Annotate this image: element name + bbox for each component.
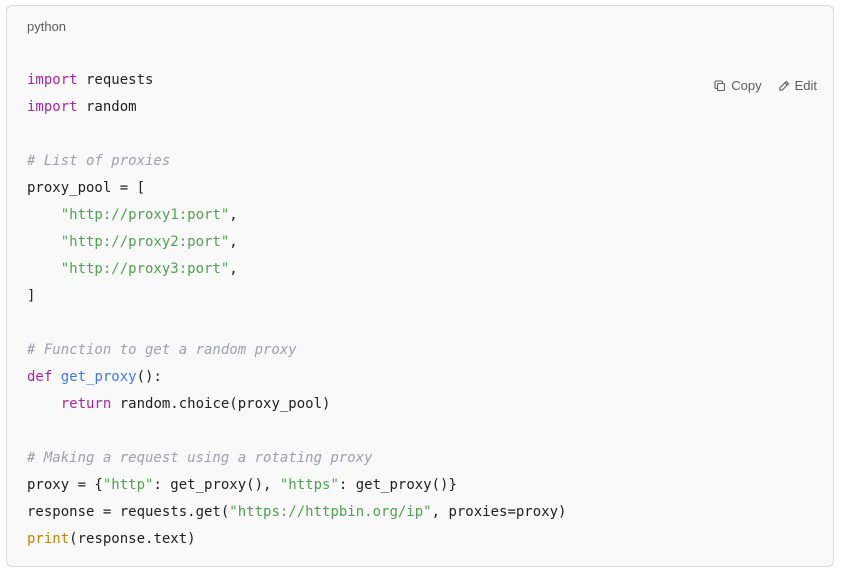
code-token: import [27,99,78,115]
code-token: # Making a request using a rotating prox… [27,450,373,466]
code-token: "https" [279,477,339,493]
code-token: get_proxy [60,369,137,385]
code-token: requests [77,72,154,88]
code-line: "http://proxy1:port", [27,202,566,229]
edit-button-label: Edit [794,78,817,93]
code-toolbar: Copy Edit [714,78,817,93]
code-token: # List of proxies [27,153,171,169]
code-line: proxy = {"http": get_proxy(), "https": g… [27,472,566,499]
code-token: import [27,72,78,88]
code-line: # Making a request using a rotating prox… [27,445,566,472]
code-token: def [27,369,53,385]
code-language-label: python [27,19,67,34]
code-line: import random [27,94,566,121]
code-token: ] [27,288,36,304]
code-line: def get_proxy(): [27,364,566,391]
copy-icon [714,79,726,92]
code-token: random [77,99,137,115]
code-token: # Function to get a random proxy [27,342,297,358]
code-token: "http://proxy1:port" [60,207,230,223]
code-token [27,261,61,277]
code-token: (response.text) [69,531,196,547]
code-line: import requests [27,67,566,94]
code-token: response = requests.get( [27,504,230,520]
code-line: print(response.text) [27,526,566,553]
code-token [27,396,61,412]
code-token: return [60,396,112,412]
code-token: "https://httpbin.org/ip" [229,504,432,520]
code-line: "http://proxy2:port", [27,229,566,256]
copy-button-label: Copy [731,78,762,93]
code-token: , proxies=proxy) [431,504,567,520]
code-line: "http://proxy3:port", [27,256,566,283]
code-token: "http://proxy3:port" [60,261,230,277]
code-token [27,207,61,223]
code-line [27,121,566,148]
copy-button[interactable]: Copy [714,78,762,93]
code-token [52,369,60,385]
code-line [27,418,566,445]
code-token: , [229,234,238,250]
code-token: proxy = { [27,477,103,493]
edit-button[interactable]: Edit [778,78,817,93]
code-token: : get_proxy(), [153,477,280,493]
code-token: random.choice(proxy_pool) [111,396,331,412]
code-token: "http" [102,477,154,493]
code-line: return random.choice(proxy_pool) [27,391,566,418]
code-token: proxy_pool = [ [27,180,146,196]
code-token: (): [136,369,162,385]
code-token: : get_proxy()} [338,477,457,493]
code-token [27,234,61,250]
code-token: , [229,261,238,277]
code-line: response = requests.get("https://httpbin… [27,499,566,526]
code-token: "http://proxy2:port" [60,234,230,250]
code-line: # Function to get a random proxy [27,337,566,364]
code-line: ] [27,283,566,310]
code-line: proxy_pool = [ [27,175,566,202]
pencil-icon [778,80,790,92]
code-line: # List of proxies [27,148,566,175]
code-token: , [229,207,238,223]
code-line [27,310,566,337]
code-token: print [27,531,70,547]
